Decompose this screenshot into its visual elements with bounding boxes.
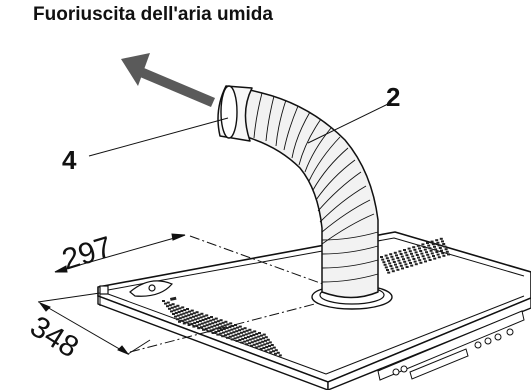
appliance-top <box>97 231 531 390</box>
vent-grille-left <box>170 296 177 301</box>
exhaust-arrow <box>121 53 215 107</box>
callout-4: 4 <box>62 145 77 175</box>
corner-detail <box>99 280 173 297</box>
dimension-depth-text: 348 <box>24 310 84 365</box>
vent-grille-right-pattern <box>380 237 450 274</box>
vent-grille-left-pattern <box>162 300 282 357</box>
dimension-width-text: 297 <box>58 230 116 276</box>
control-panel <box>377 310 525 381</box>
dimension-lines <box>37 233 346 356</box>
diagram-title: Fuoriuscita dell'aria umida <box>33 4 273 25</box>
flexible-duct <box>217 85 379 299</box>
callout-2: 2 <box>386 82 401 112</box>
leader-lines <box>88 103 389 157</box>
